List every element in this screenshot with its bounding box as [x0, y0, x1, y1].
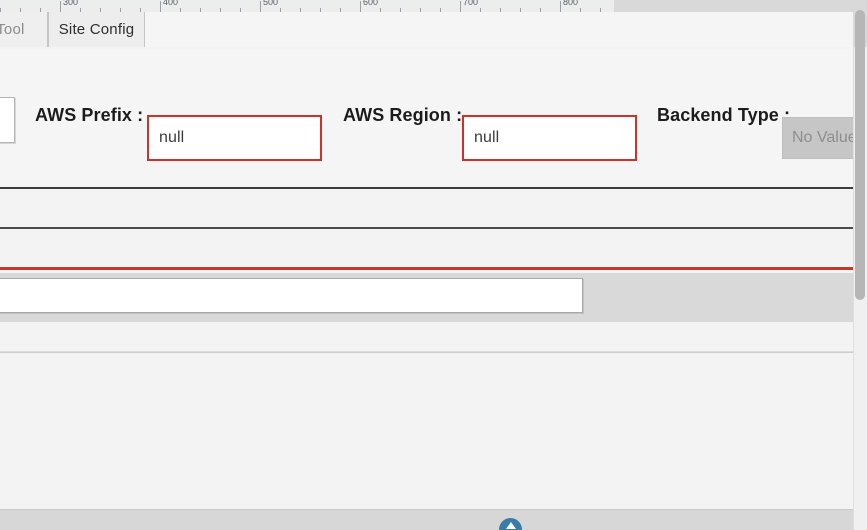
- ruler-major-tick: [460, 1, 461, 12]
- ruler-label: 800: [563, 0, 579, 7]
- ruler-minor-tick: [120, 8, 121, 12]
- config-form-band: AWS Prefix : null AWS Region : null Back…: [0, 49, 867, 202]
- tab-site-config[interactable]: Site Config: [48, 12, 145, 47]
- ruler-minor-tick: [520, 8, 521, 12]
- status-bar: [0, 510, 853, 530]
- tab-deploy-tool[interactable]: y Tool: [0, 12, 48, 47]
- secondary-band: [0, 191, 853, 229]
- bottom-divider: [0, 509, 853, 510]
- backend-type-label: Backend Type :: [657, 105, 791, 125]
- ruler-minor-tick: [480, 8, 481, 12]
- aws-region-input[interactable]: null: [462, 115, 637, 161]
- ruler-major-tick: [160, 1, 161, 12]
- ruler-minor-tick: [600, 8, 601, 12]
- clipped-left-input[interactable]: [0, 97, 15, 143]
- ruler-minor-tick: [540, 8, 541, 12]
- ruler-major-tick: [560, 1, 561, 12]
- ruler-minor-tick: [300, 8, 301, 12]
- ruler-minor-tick: [40, 8, 41, 12]
- ruler-inactive-region: [614, 0, 867, 12]
- ruler-minor-tick: [580, 8, 581, 12]
- ruler-minor-tick: [340, 8, 341, 12]
- lower-strip: [0, 322, 853, 352]
- ruler-label: 300: [63, 0, 79, 7]
- vertical-scrollbar-thumb[interactable]: [855, 10, 865, 300]
- aws-prefix-value: null: [159, 129, 185, 146]
- tertiary-band: [0, 231, 853, 270]
- ruler-minor-tick: [0, 8, 1, 12]
- ruler-minor-tick: [500, 8, 501, 12]
- ruler-minor-tick: [240, 8, 241, 12]
- ruler-label: 500: [263, 0, 279, 7]
- config-form-row: AWS Prefix : null AWS Region : null Back…: [0, 49, 867, 202]
- blue-circle-up-arrow-icon[interactable]: [499, 518, 522, 530]
- content-empty-area: [0, 353, 853, 509]
- backend-type-input: No Value: [782, 117, 867, 159]
- aws-prefix-label: AWS Prefix :: [35, 105, 144, 125]
- ruler-minor-tick: [200, 8, 201, 12]
- backend-type-placeholder: No Value: [792, 129, 857, 146]
- ruler-major-tick: [260, 1, 261, 12]
- aws-region-label: AWS Region :: [343, 105, 463, 125]
- ruler-minor-tick: [220, 8, 221, 12]
- tab-bar-empty-space: [145, 12, 853, 47]
- ruler-major-tick: [60, 1, 61, 12]
- aws-prefix-input[interactable]: null: [147, 115, 322, 161]
- ruler-minor-tick: [420, 8, 421, 12]
- ruler-minor-tick: [320, 8, 321, 12]
- tab-deploy-tool-label: y Tool: [0, 21, 25, 38]
- ruler-label: 700: [463, 0, 479, 7]
- tab-bar: y Tool Site Config: [0, 12, 853, 47]
- ruler-minor-tick: [20, 8, 21, 12]
- tab-site-config-label: Site Config: [58, 21, 135, 38]
- ruler-label: 600: [363, 0, 379, 7]
- ruler-minor-tick: [280, 8, 281, 12]
- panel-search-input[interactable]: [0, 278, 583, 313]
- ruler-minor-tick: [400, 8, 401, 12]
- ruler-major-tick: [360, 1, 361, 12]
- ruler-minor-tick: [380, 8, 381, 12]
- up-arrow-glyph: [505, 522, 516, 529]
- ruler-label: 400: [163, 0, 179, 7]
- ruler-minor-tick: [100, 8, 101, 12]
- ruler-minor-tick: [440, 8, 441, 12]
- ruler-minor-tick: [140, 8, 141, 12]
- ruler-minor-tick: [180, 8, 181, 12]
- aws-region-value: null: [474, 129, 500, 146]
- ruler-minor-tick: [80, 8, 81, 12]
